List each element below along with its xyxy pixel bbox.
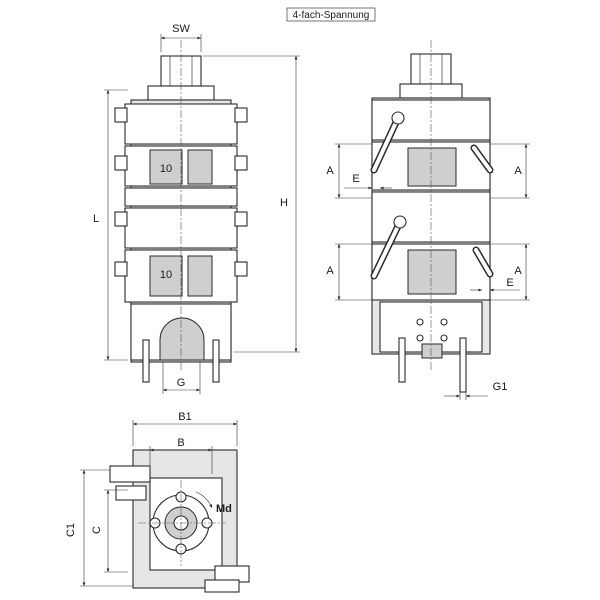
sw-label: SW: [172, 23, 190, 35]
a-label-left-upper: A: [326, 165, 334, 177]
rod-right-front: [212, 339, 220, 383]
g-label: G: [177, 377, 186, 389]
jaw-marking-upper: 10: [160, 163, 172, 175]
title-block: 4-fach-Spannung: [286, 7, 376, 22]
top-bolt-upper: [109, 465, 151, 483]
e-label-lower: E: [506, 277, 513, 289]
jaw-lower-left: [149, 255, 183, 297]
drawing-title: 4-fach-Spannung: [293, 10, 370, 21]
side-jaw-upper: [407, 147, 457, 187]
front-view: 10 10 SW: [93, 23, 300, 394]
e-label-upper: E: [352, 173, 359, 185]
base-boss-side: [421, 343, 443, 359]
b-label: B: [177, 437, 184, 449]
bore-front: [159, 317, 205, 361]
md-arrow: [195, 491, 213, 509]
c-label: C: [91, 526, 103, 534]
top-bolt-upper-2: [115, 485, 147, 501]
top-view: Md B1 B C1 C: [65, 411, 250, 593]
b1-label: B1: [178, 411, 191, 423]
jaw-marking-lower: 10: [160, 269, 172, 281]
jaw-lower-right: [187, 255, 213, 297]
rod-left-side: [398, 337, 406, 383]
c1-label: C1: [65, 523, 77, 537]
top-bolt-lower-2: [204, 579, 240, 593]
a-label-left-lower: A: [326, 265, 334, 277]
md-label: Md: [216, 503, 232, 515]
l-label: L: [93, 213, 99, 225]
a-label-right-lower: A: [514, 265, 522, 277]
jaw-upper-left: [149, 149, 183, 185]
rod-right-side: [459, 337, 467, 393]
rod-left-front: [142, 339, 150, 383]
title-frame: [286, 7, 376, 22]
side-view: A A A A E E G1: [326, 40, 530, 400]
h-label: H: [280, 197, 288, 209]
g1-label: G1: [493, 381, 508, 393]
levers: [370, 111, 494, 280]
side-bolts-front: [114, 107, 248, 277]
jaw-upper-right: [187, 149, 213, 185]
a-label-right-upper: A: [514, 165, 522, 177]
side-jaw-lower: [407, 249, 457, 295]
